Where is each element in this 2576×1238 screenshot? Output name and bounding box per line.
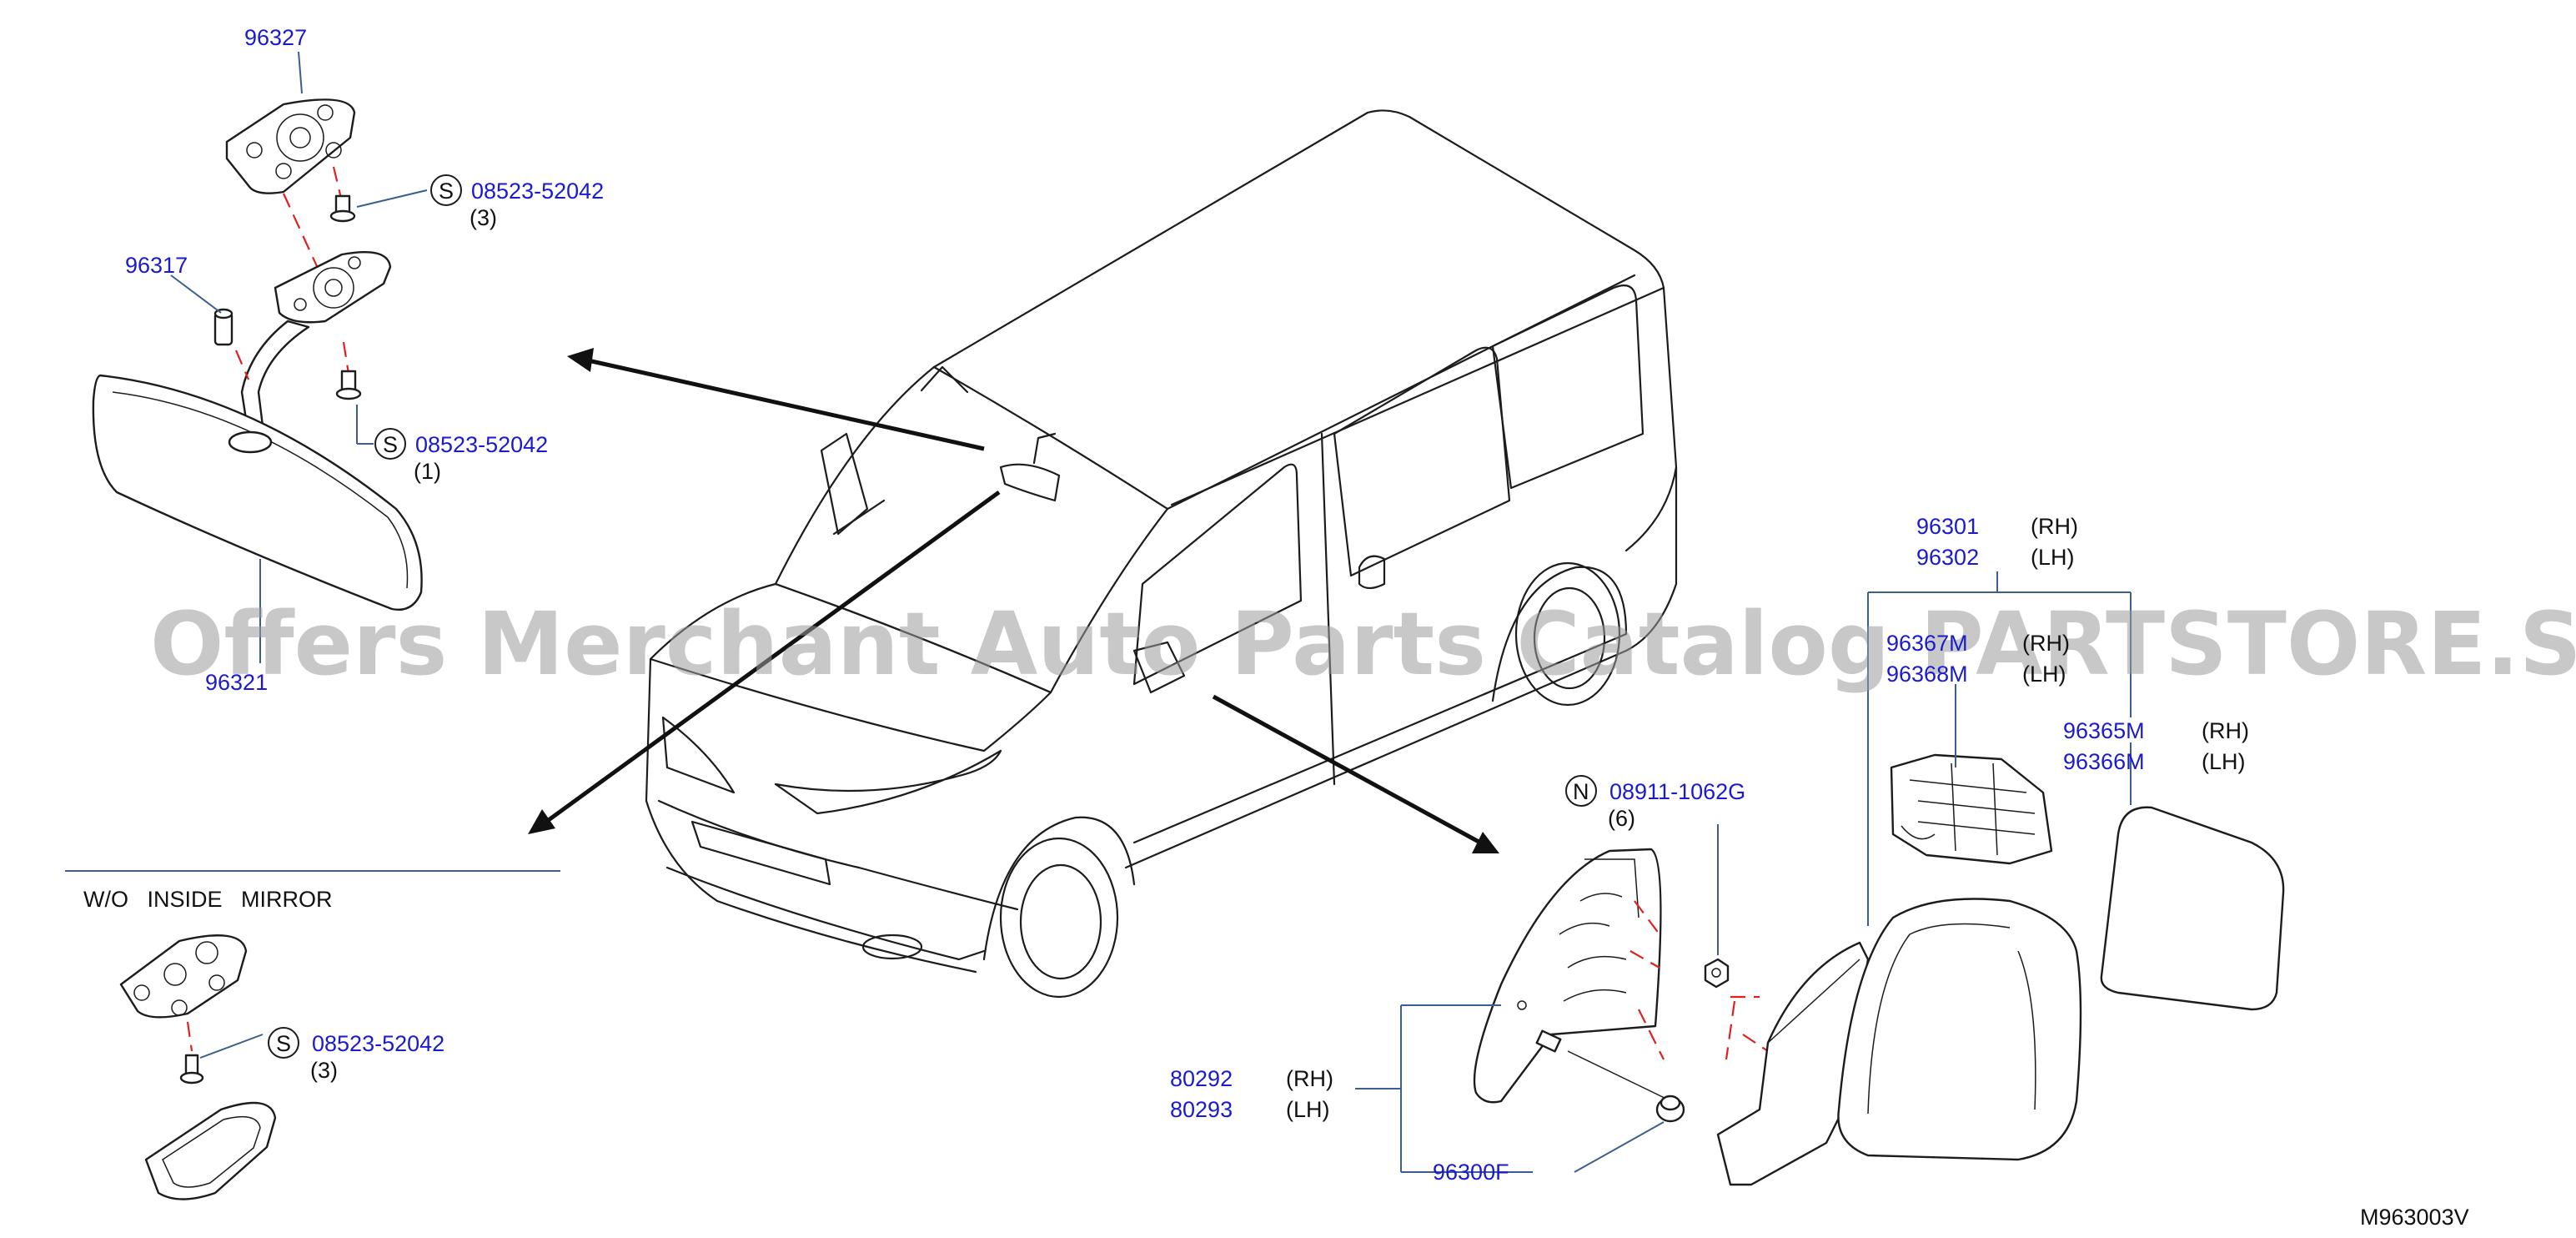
label-96365M[interactable]: 96365M	[2063, 718, 2145, 743]
part-labels: 96327 S 08523-52042 (3) 96317 S 08523-52…	[83, 25, 2469, 1230]
label-screw-top[interactable]: 08523-52042	[471, 179, 604, 204]
nut-symbol-circle	[1565, 775, 1597, 807]
mirror-cover-plate	[144, 1101, 277, 1200]
diagram-code: M963003V	[2360, 1205, 2469, 1230]
inside-mirror-glass	[92, 374, 423, 611]
label-96302[interactable]: 96302	[1916, 545, 1979, 570]
door-mirror-assembly	[1473, 753, 2285, 1186]
qty-screw-mid: (1)	[414, 459, 441, 484]
label-80293[interactable]: 80293	[1170, 1097, 1233, 1122]
label-96317[interactable]: 96317	[125, 253, 188, 278]
label-96366M[interactable]: 96366M	[2063, 749, 2145, 774]
screw-top-icon	[329, 194, 356, 223]
qty-nut: (6)	[1608, 806, 1635, 831]
grommet-icon	[1655, 1095, 1685, 1123]
stay-pin-icon	[213, 308, 233, 346]
section-title-wo-mirror: W/O INSIDE MIRROR	[83, 887, 333, 912]
screw-wo-symbol-circle	[268, 1027, 299, 1059]
side-80293: (LH)	[1286, 1097, 1330, 1122]
screw-top-symbol: S	[439, 179, 454, 204]
mirror-housing	[1716, 898, 2082, 1186]
side-96367M: (RH)	[2022, 631, 2070, 656]
label-96301[interactable]: 96301	[1916, 514, 1979, 539]
qty-screw-wo: (3)	[310, 1058, 338, 1083]
side-96366M: (LH)	[2202, 749, 2246, 774]
nut-symbol: N	[1573, 779, 1589, 804]
label-96327[interactable]: 96327	[244, 25, 307, 50]
side-80292: (RH)	[1286, 1066, 1333, 1091]
screw-wo-symbol: S	[276, 1031, 291, 1056]
screw-mid-icon	[335, 370, 362, 400]
label-96321[interactable]: 96321	[205, 670, 268, 695]
callout-arrows	[528, 348, 1499, 853]
mount-base-plate	[225, 98, 356, 194]
label-96300F[interactable]: 96300F	[1433, 1160, 1509, 1185]
qty-screw-top: (3)	[470, 205, 497, 230]
label-screw-mid[interactable]: 08523-52042	[415, 432, 548, 457]
mirror-inner-cover	[1473, 848, 1662, 1104]
label-screw-wo[interactable]: 08523-52042	[312, 1031, 444, 1056]
screw-wo-icon	[179, 1054, 204, 1085]
mirror-stay	[240, 251, 392, 448]
inside-mirror-assembly	[92, 98, 423, 611]
side-96301: (RH)	[2031, 514, 2078, 539]
label-80292[interactable]: 80292	[1170, 1066, 1233, 1091]
nut-icon	[1704, 958, 1730, 989]
label-96368M[interactable]: 96368M	[1886, 662, 1968, 687]
label-96367M[interactable]: 96367M	[1886, 631, 1968, 656]
screw-mid-symbol: S	[383, 432, 398, 457]
side-96365M: (RH)	[2202, 718, 2249, 743]
mirror-actuator	[1890, 753, 2053, 865]
label-nut[interactable]: 08911-1062G	[1609, 779, 1745, 804]
side-96368M: (LH)	[2022, 662, 2066, 687]
screw-top-symbol-circle	[430, 174, 462, 206]
door-mirror-brackets	[1355, 571, 2132, 1173]
wo-mirror-assembly	[119, 934, 277, 1200]
door-mirror-glass	[2100, 806, 2285, 1011]
side-96302: (LH)	[2031, 545, 2075, 570]
van-illustration	[645, 109, 1678, 999]
screw-mid-symbol-circle	[374, 428, 406, 460]
watermark-text: Offers Merchant Auto Parts Catalog PARTS…	[150, 593, 2576, 695]
